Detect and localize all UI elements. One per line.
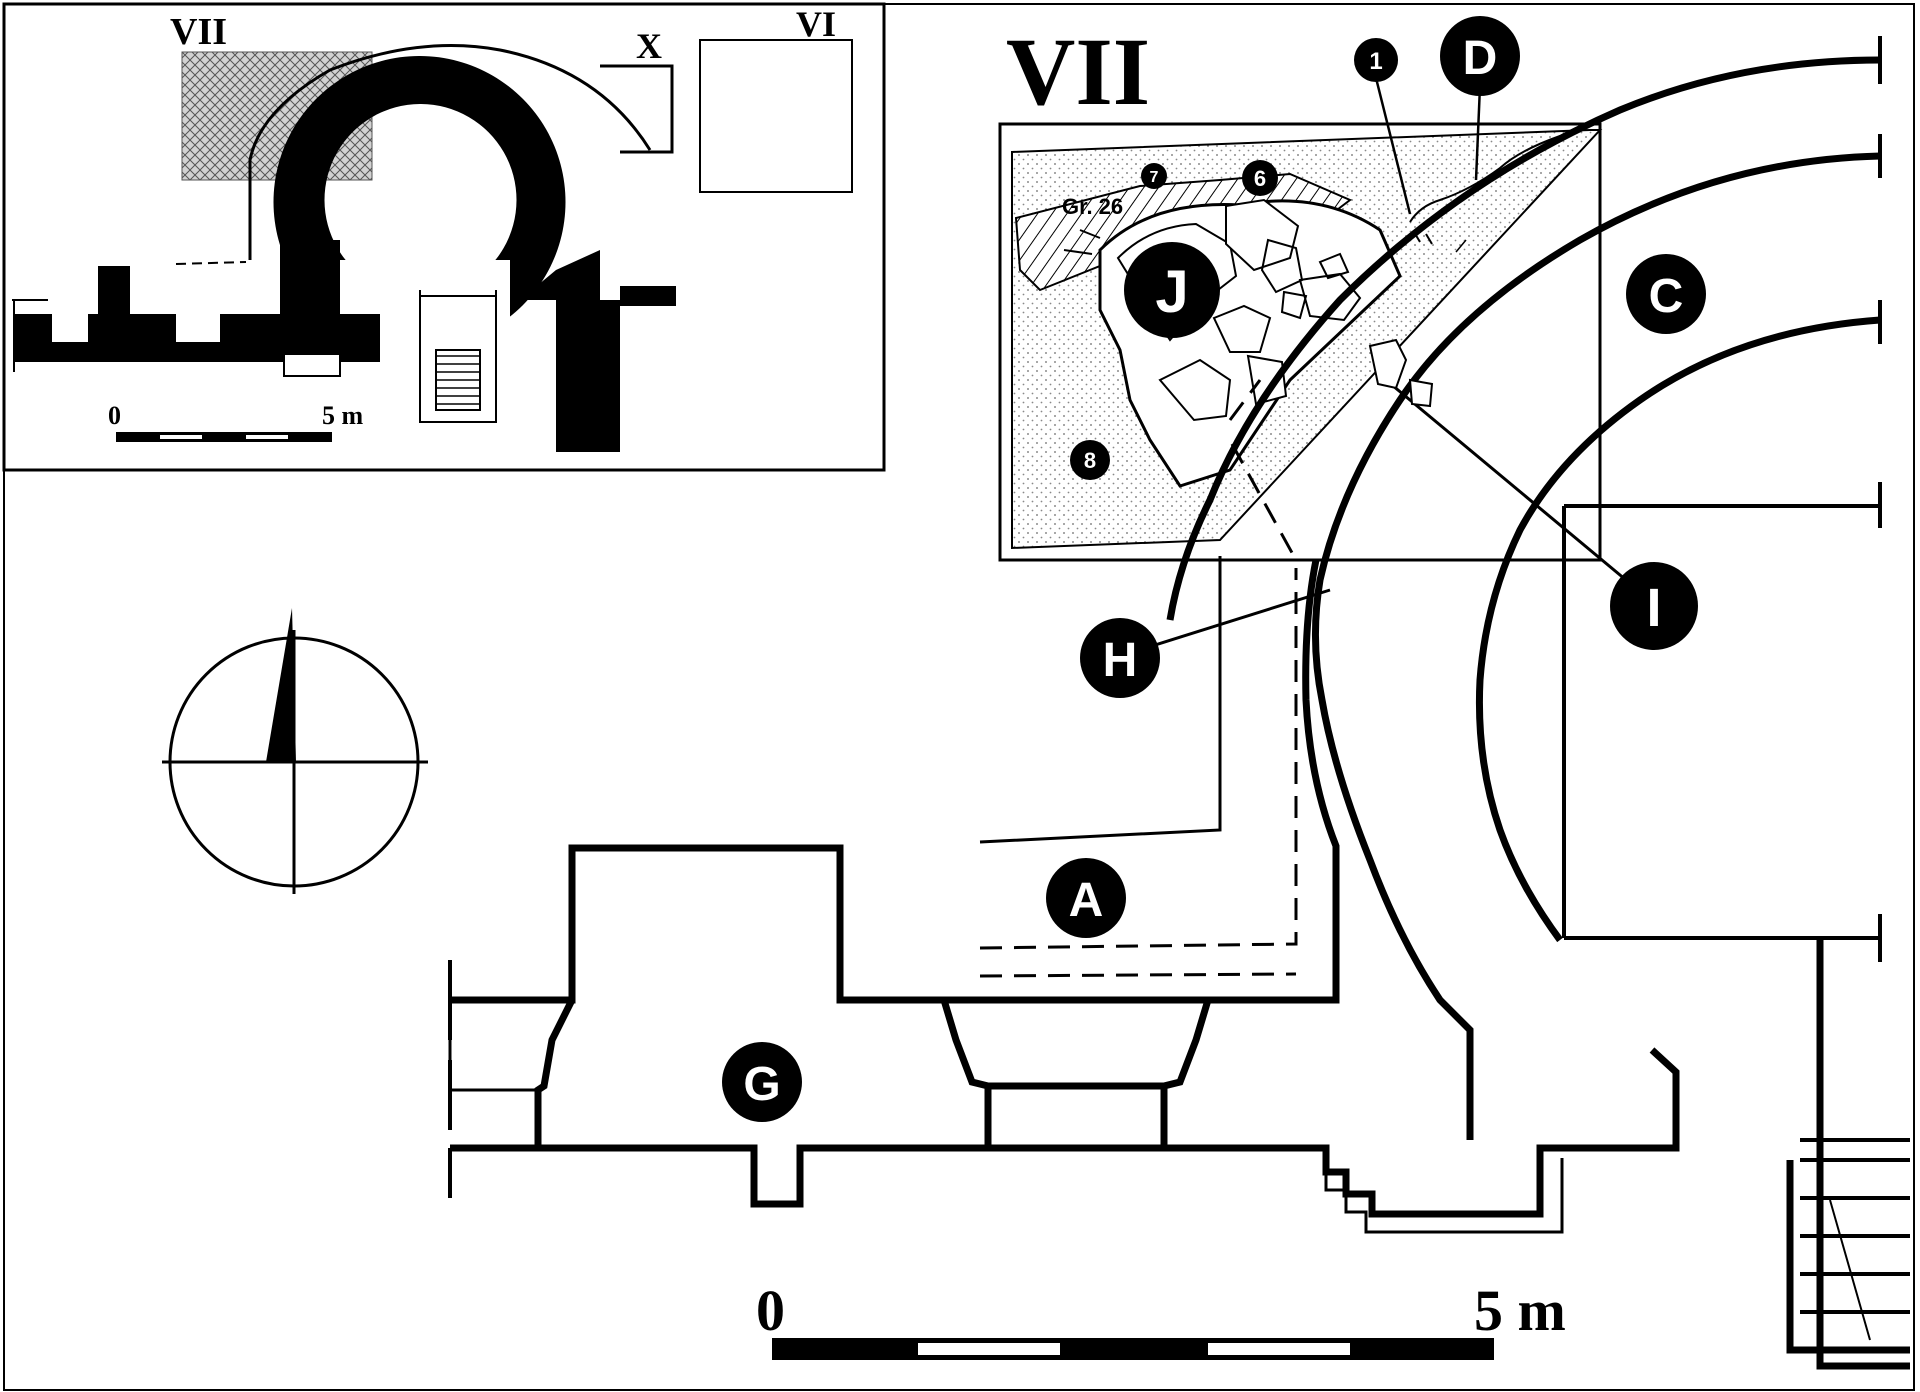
wall-outline-lower bbox=[450, 1047, 1680, 1218]
inset-scale-start: 0 bbox=[108, 401, 121, 430]
leader-d bbox=[1474, 85, 1482, 181]
leader-1 bbox=[1374, 77, 1412, 215]
corridor-a bbox=[979, 379, 1298, 978]
label-j: J bbox=[1124, 242, 1220, 338]
inset-label-vii: VII bbox=[170, 11, 227, 53]
inset-overview: VII X VI 0 5 m bbox=[2, 2, 886, 472]
label-h: H bbox=[1080, 618, 1160, 698]
trench-vii-label: VII bbox=[1006, 18, 1150, 125]
label-c: C bbox=[1626, 254, 1706, 334]
label-g: G bbox=[722, 1042, 802, 1122]
main-scale-start: 0 bbox=[756, 1278, 785, 1343]
label-i: I bbox=[1610, 562, 1698, 650]
marker-1: 1 bbox=[1354, 38, 1398, 82]
inset-walls bbox=[14, 240, 380, 362]
svg-text:7: 7 bbox=[1150, 169, 1159, 186]
ring-outer-line bbox=[1166, 56, 1881, 621]
wall-outline-upper bbox=[450, 559, 1340, 1004]
grave-label: Gr. 26 bbox=[1062, 194, 1123, 219]
svg-text:8: 8 bbox=[1084, 448, 1096, 473]
main-scale-end: 5 m bbox=[1474, 1278, 1566, 1343]
inset-enclosure bbox=[248, 44, 652, 260]
north-arrow-icon bbox=[162, 608, 428, 894]
svg-text:A: A bbox=[1069, 874, 1104, 927]
stones bbox=[1158, 198, 1362, 422]
inset-trench-x bbox=[600, 64, 674, 154]
ring-inner-line bbox=[1475, 316, 1881, 943]
svg-text:D: D bbox=[1463, 32, 1498, 85]
inset-scale-bar: 0 5 m bbox=[108, 401, 364, 442]
staircase bbox=[1786, 938, 1910, 1370]
page-border bbox=[3, 3, 1915, 1391]
marker-8: 8 bbox=[1070, 440, 1110, 480]
svg-text:I: I bbox=[1646, 578, 1661, 638]
label-d: D bbox=[1440, 16, 1520, 96]
svg-text:G: G bbox=[743, 1058, 780, 1111]
chamber-g-walls bbox=[448, 559, 1680, 1234]
ring-wall-c bbox=[1166, 36, 1882, 1140]
label-a: A bbox=[1046, 858, 1126, 938]
ring-inner-thick bbox=[1311, 152, 1881, 1140]
svg-text:6: 6 bbox=[1254, 166, 1266, 191]
svg-text:H: H bbox=[1103, 634, 1138, 687]
leader-i bbox=[1385, 378, 1651, 602]
marker-7: 7 bbox=[1141, 163, 1167, 189]
inset-scale-end: 5 m bbox=[322, 401, 364, 430]
main-scale-bar: 0 5 m bbox=[756, 1278, 1566, 1360]
inset-label-vi: VI bbox=[796, 4, 836, 44]
inset-label-x: X bbox=[636, 26, 662, 66]
marker-6: 6 bbox=[1242, 160, 1278, 196]
svg-text:J: J bbox=[1155, 258, 1188, 325]
rubble-i bbox=[1368, 338, 1434, 408]
svg-text:1: 1 bbox=[1369, 48, 1382, 75]
inset-trench-vi bbox=[699, 39, 853, 193]
svg-text:C: C bbox=[1649, 270, 1684, 323]
